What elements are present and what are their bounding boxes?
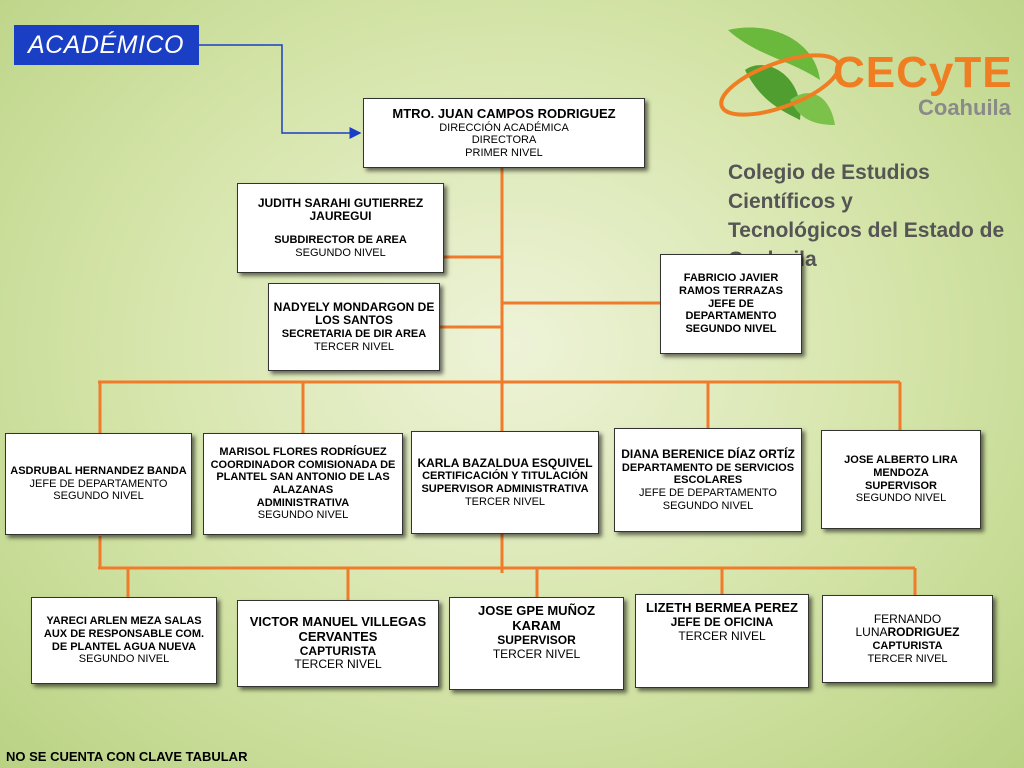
asdrubal-name: ASDRUBAL HERNANDEZ BANDA	[10, 465, 187, 478]
jose-gpe-box: JOSE GPE MUÑOZ KARAM SUPERVISOR TERCER N…	[449, 597, 624, 690]
jose-alberto-line2: SEGUNDO NIVEL	[855, 492, 947, 505]
fernando-line1: CAPTURISTA	[872, 640, 943, 653]
karla-line1: CERTIFICACIÓN Y TITULACIÓN	[422, 470, 588, 483]
fernando-name-a: FERNANDO LUNA	[855, 611, 942, 640]
secretaria-line1: SECRETARIA DE DIR AREA	[281, 328, 427, 341]
yareci-line1: AUX DE RESPONSABLE COM. DE PLANTEL AGUA …	[43, 627, 205, 653]
college-name: Colegio de Estudios Científicos y Tecnol…	[728, 158, 1024, 274]
asdrubal-box: ASDRUBAL HERNANDEZ BANDA JEFE DE DEPARTA…	[5, 433, 192, 535]
jose-alberto-name: JOSE ALBERTO LIRA MENDOZA	[844, 454, 958, 479]
yareci-line2: SEGUNDO NIVEL	[78, 653, 170, 666]
asdrubal-line1: JEFE DE DEPARTAMENTO	[29, 477, 168, 490]
marisol-box: MARISOL FLORES RODRÍGUEZ COORDINADOR COM…	[203, 433, 403, 535]
director-line1: DIRECCIÓN ACADÉMICA	[439, 121, 569, 134]
lizeth-line1: JEFE DE OFICINA	[670, 614, 774, 629]
marisol-line2: ADMINISTRATIVA	[256, 496, 350, 509]
director-name: MTRO. JUAN CAMPOS RODRIGUEZ	[392, 105, 616, 121]
fabricio-name: FABRICIO JAVIER RAMOS TERRAZAS	[679, 272, 783, 298]
victor-line1: CAPTURISTA	[299, 643, 377, 658]
victor-line2: TERCER NIVEL	[294, 657, 382, 672]
academico-badge: ACADÉMICO	[14, 25, 199, 65]
college-line-1: Colegio de Estudios Científicos y	[728, 161, 930, 213]
secretaria-name: NADYELY MONDARGON DE LOS SANTOS	[273, 299, 435, 328]
marisol-line1: COORDINADOR COMISIONADA DE PLANTEL SAN A…	[210, 458, 396, 496]
diana-line1: DEPARTAMENTO DE SERVICIOS ESCOLARES	[621, 461, 795, 487]
lizeth-name: LIZETH BERMEA PEREZ	[646, 600, 798, 615]
fernando-name-b: RODRIGUEZ	[887, 625, 960, 640]
karla-name: KARLA BAZALDUA ESQUIVEL	[417, 455, 593, 470]
marisol-line3: SEGUNDO NIVEL	[257, 509, 349, 522]
marisol-name: MARISOL FLORES RODRÍGUEZ	[219, 446, 387, 459]
jose-gpe-line1: SUPERVISOR	[497, 632, 576, 647]
diana-line3: SEGUNDO NIVEL	[662, 499, 754, 512]
fernando-name: FERNANDO LUNARODRIGUEZ	[827, 611, 988, 641]
lizeth-line2: TERCER NIVEL	[678, 628, 766, 643]
asdrubal-line2: SEGUNDO NIVEL	[53, 490, 144, 503]
secretaria-line2: TERCER NIVEL	[313, 340, 395, 353]
jose-gpe-line2: TERCER NIVEL	[492, 646, 581, 661]
yareci-name: YARECI ARLEN MEZA SALAS	[46, 615, 202, 628]
badge-arrow	[199, 44, 362, 139]
karla-line2: SUPERVISOR ADMINISTRATIVA	[421, 483, 589, 496]
logo-brand: CECyTE	[833, 48, 1013, 97]
diana-box: DIANA BERENICE DÍAZ ORTÍZ DEPARTAMENTO D…	[614, 428, 802, 532]
subdirector-name: JUDITH SARAHI GUTIERREZ JAUREGUI	[257, 195, 424, 224]
subdirector-line1: SUBDIRECTOR DE AREA	[274, 234, 407, 247]
secretaria-box: NADYELY MONDARGON DE LOS SANTOS SECRETAR…	[268, 283, 440, 371]
jose-gpe-name: JOSE GPE MUÑOZ KARAM	[477, 603, 596, 633]
fabricio-line2: SEGUNDO NIVEL	[685, 322, 777, 335]
lizeth-box: LIZETH BERMEA PEREZ JEFE DE OFICINA TERC…	[635, 594, 809, 688]
logo-state: Coahuila	[918, 95, 1011, 120]
director-line3: PRIMER NIVEL	[465, 146, 543, 159]
jose-alberto-box: JOSE ALBERTO LIRA MENDOZA SUPERVISOR SEG…	[821, 430, 981, 529]
cecyte-logo-mark	[719, 27, 841, 125]
fabricio-box: FABRICIO JAVIER RAMOS TERRAZAS JEFE DE D…	[660, 254, 802, 354]
orange-connectors	[98, 168, 917, 600]
subdirector-box: JUDITH SARAHI GUTIERREZ JAUREGUI SUBDIRE…	[237, 183, 444, 273]
yareci-box: YARECI ARLEN MEZA SALAS AUX DE RESPONSAB…	[31, 597, 217, 684]
diana-name: DIANA BERENICE DÍAZ ORTÍZ	[621, 446, 795, 461]
karla-line3: TERCER NIVEL	[464, 495, 546, 508]
karla-box: KARLA BAZALDUA ESQUIVEL CERTIFICACIÓN Y …	[411, 431, 599, 534]
jose-alberto-line1: SUPERVISOR	[865, 479, 937, 492]
victor-name: VICTOR MANUEL VILLEGAS CERVANTES	[249, 613, 427, 644]
fernando-box: FERNANDO LUNARODRIGUEZ CAPTURISTA TERCER…	[822, 595, 993, 683]
diana-line2: JEFE DE DEPARTAMENTO	[639, 486, 777, 499]
director-line2: DIRECTORA	[471, 134, 537, 147]
footer-note: NO SE CUENTA CON CLAVE TABULAR	[6, 749, 248, 764]
fabricio-line1: JEFE DE DEPARTAMENTO	[685, 297, 777, 323]
fernando-line2: TERCER NIVEL	[867, 652, 948, 665]
director-box: MTRO. JUAN CAMPOS RODRIGUEZ DIRECCIÓN AC…	[363, 98, 645, 168]
victor-box: VICTOR MANUEL VILLEGAS CERVANTES CAPTURI…	[237, 600, 439, 687]
subdirector-line2: SEGUNDO NIVEL	[295, 246, 386, 259]
